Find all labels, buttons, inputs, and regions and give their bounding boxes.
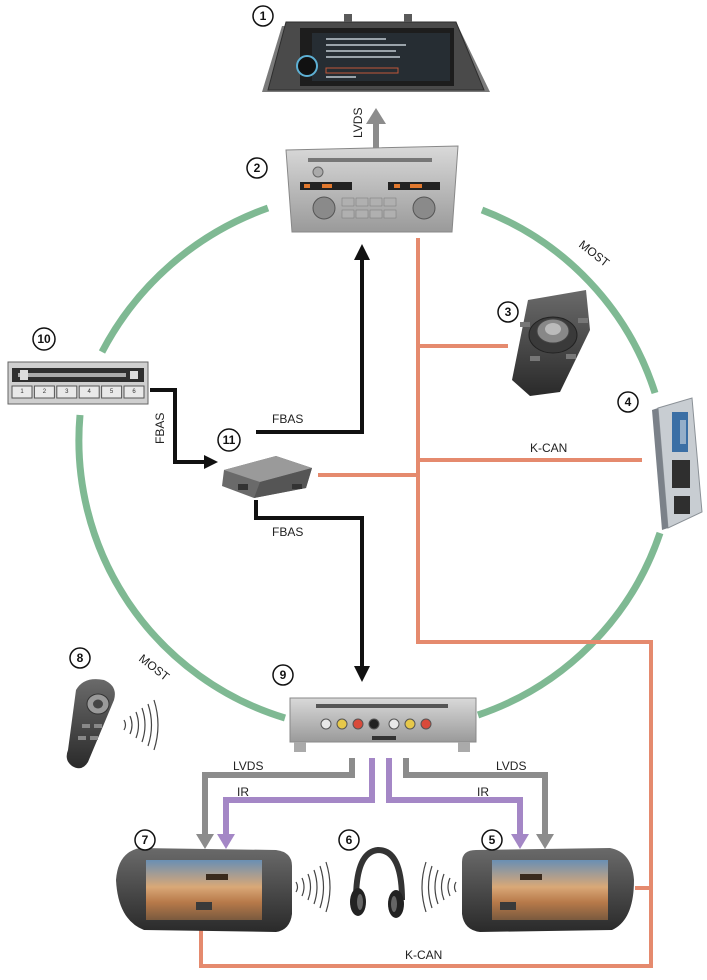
panel-button bbox=[33, 385, 55, 399]
remote-control-icon bbox=[66, 679, 115, 769]
lvds-top-connection bbox=[366, 108, 386, 148]
idrive-controller-icon bbox=[512, 290, 590, 396]
component-callouts: 1 2 3 4 5 6 7 8 9 10 11 bbox=[32, 5, 639, 851]
callout-7: 7 bbox=[134, 829, 156, 851]
svg-text:1: 1 bbox=[260, 9, 267, 23]
head-unit-icon bbox=[285, 145, 459, 233]
label-lvds-top: LVDS bbox=[351, 108, 365, 138]
callout-2: 2 bbox=[246, 157, 268, 179]
label-kcan-right: K-CAN bbox=[530, 441, 567, 455]
callout-5: 5 bbox=[481, 829, 503, 851]
svg-text:4: 4 bbox=[625, 395, 632, 409]
ir-arrowheads bbox=[217, 834, 529, 849]
panel-button bbox=[56, 385, 78, 399]
panel-button-label: 3 bbox=[65, 389, 69, 395]
svg-text:6: 6 bbox=[346, 833, 353, 847]
callout-11: 11 bbox=[217, 428, 241, 452]
callout-1: 1 bbox=[252, 5, 274, 27]
svg-text:3: 3 bbox=[505, 305, 512, 319]
label-fbas-bottom: FBAS bbox=[272, 525, 303, 539]
label-fbas-left: FBAS bbox=[153, 413, 167, 444]
rear-panel-icon: 1 2 3 4 5 6 bbox=[7, 361, 149, 405]
panel-button-label: 1 bbox=[20, 389, 24, 395]
svg-text:11: 11 bbox=[223, 433, 236, 447]
callout-10: 10 bbox=[32, 327, 56, 351]
svg-text:10: 10 bbox=[37, 332, 51, 346]
callout-6: 6 bbox=[338, 829, 360, 851]
panel-button-label: 2 bbox=[43, 389, 47, 395]
control-module-icon bbox=[652, 397, 703, 530]
most-ring bbox=[75, 204, 664, 722]
callout-8: 8 bbox=[69, 647, 91, 669]
panel-button-label: 4 bbox=[88, 389, 92, 395]
panel-button bbox=[78, 385, 100, 399]
svg-text:8: 8 bbox=[77, 651, 84, 665]
callout-4: 4 bbox=[617, 391, 639, 413]
panel-button-label: 6 bbox=[132, 389, 136, 395]
panel-button bbox=[101, 385, 123, 399]
lvds-rear-arrowheads bbox=[196, 834, 554, 849]
svg-text:5: 5 bbox=[489, 833, 496, 847]
rear-display-icon bbox=[116, 848, 292, 932]
panel-button-label: 5 bbox=[110, 389, 114, 395]
kcan-bus bbox=[199, 238, 653, 968]
fbas-arrowheads bbox=[204, 244, 370, 682]
label-kcan-bottom: K-CAN bbox=[405, 948, 442, 962]
callout-9: 9 bbox=[272, 664, 294, 686]
label-ir-right: IR bbox=[477, 785, 489, 799]
panel-button bbox=[11, 385, 33, 399]
dvd-changer-icon bbox=[289, 697, 477, 752]
panel-button-row: 1 2 3 4 5 6 bbox=[11, 385, 145, 399]
rear-display-icon bbox=[462, 848, 634, 932]
callout-3: 3 bbox=[497, 301, 519, 323]
panel-button bbox=[123, 385, 145, 399]
headphones-icon bbox=[350, 846, 405, 918]
svg-text:9: 9 bbox=[280, 668, 287, 682]
label-most-right: MOST bbox=[576, 237, 612, 270]
label-lvds-left: LVDS bbox=[233, 759, 263, 773]
ir-connections bbox=[223, 758, 523, 836]
svg-text:2: 2 bbox=[254, 161, 261, 175]
label-fbas-top: FBAS bbox=[272, 412, 303, 426]
lvds-rear-connections bbox=[202, 758, 548, 836]
label-most-left: MOST bbox=[136, 651, 172, 684]
label-lvds-right: LVDS bbox=[496, 759, 526, 773]
svg-text:7: 7 bbox=[142, 833, 149, 847]
label-ir-left: IR bbox=[237, 785, 249, 799]
central-display-icon bbox=[262, 14, 490, 92]
video-module-icon bbox=[222, 456, 312, 498]
fbas-connections bbox=[150, 258, 364, 668]
ir-waves-icon bbox=[123, 699, 457, 913]
